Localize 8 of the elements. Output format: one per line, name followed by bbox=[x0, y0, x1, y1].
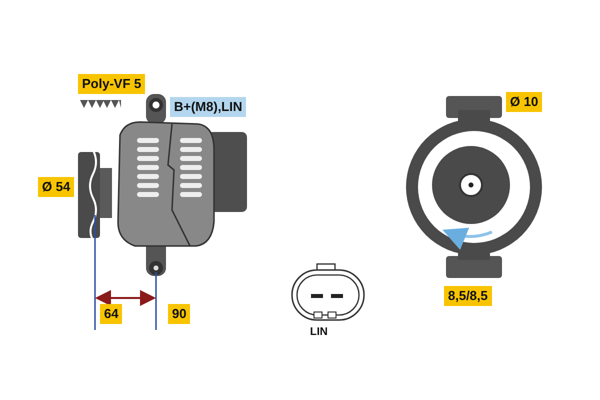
belt-type-label: Poly-VF 5 bbox=[78, 74, 146, 94]
connector-pin-label: LIN bbox=[309, 325, 329, 340]
mount-width-label: 8,5/8,5 bbox=[444, 286, 492, 306]
dimension-label: 64 bbox=[100, 304, 122, 324]
dimension-label: 90 bbox=[168, 304, 190, 324]
pulley-diameter-label: Ø 54 bbox=[38, 177, 74, 197]
terminal-label: B+(M8),LIN bbox=[170, 97, 246, 117]
bolt-diameter-label: Ø 10 bbox=[506, 92, 542, 112]
